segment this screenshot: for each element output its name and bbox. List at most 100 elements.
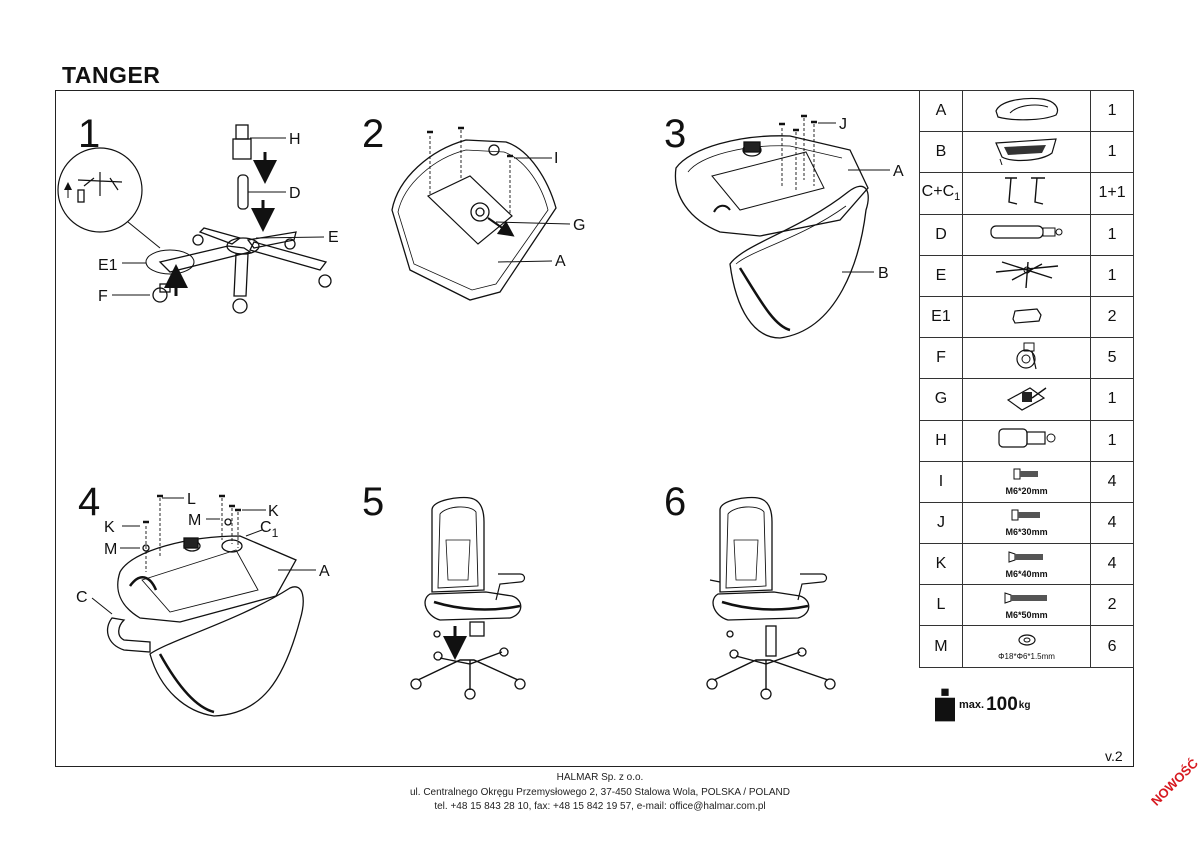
screw-icon <box>1011 509 1040 521</box>
part-letter: E <box>919 254 963 297</box>
screw-icon <box>1004 592 1047 604</box>
parts-row: L M6*50mm 2 <box>919 584 1134 627</box>
part-quantity: 6 <box>1090 625 1134 668</box>
parts-row: A 1 <box>919 89 1134 133</box>
max-load-value: 100 <box>986 694 1018 715</box>
step-6-number: 6 <box>664 480 687 524</box>
callout-j: J <box>839 116 847 133</box>
washer-icon <box>1017 633 1036 646</box>
callout-d: D <box>289 185 301 202</box>
screw-icon <box>1008 550 1043 563</box>
parts-row: M Φ18*Φ6*1.5mm 6 <box>919 625 1134 668</box>
backrest-icon <box>961 131 1092 174</box>
part-quantity: 1 <box>1090 131 1134 174</box>
callout-e1: E1 <box>98 257 118 274</box>
parts-row: H 1 <box>919 419 1134 462</box>
callout-m: M <box>188 512 201 529</box>
callout-m: M <box>104 541 117 558</box>
part-letter: J <box>919 501 963 545</box>
max-load-indicator: max. 100 kg <box>935 688 1030 722</box>
callout-l: L <box>187 491 196 508</box>
gas-lift-cover-icon <box>961 419 1092 462</box>
step-1-illustration <box>57 124 332 314</box>
screw-icon <box>1013 468 1038 480</box>
seat-icon <box>961 89 1092 133</box>
callout-h: H <box>289 131 301 148</box>
company-name: HALMAR Sp. z o.o. <box>556 772 644 783</box>
instructions-frame <box>55 90 1134 767</box>
parts-row: K M6*40mm 4 <box>919 543 1134 586</box>
step-3-illustration <box>674 114 890 339</box>
part-quantity: 4 <box>1090 460 1134 503</box>
callout-c: C <box>76 589 88 606</box>
part-quantity: 4 <box>1090 543 1134 586</box>
part-letter: E1 <box>919 295 963 339</box>
callout-k: K <box>268 503 279 520</box>
callout-k: K <box>104 519 115 536</box>
company-contact: tel. +48 15 843 28 10, fax: +48 15 842 1… <box>434 801 766 812</box>
part-quantity: 1 <box>1090 89 1134 133</box>
base-cover-icon <box>961 295 1092 339</box>
part-quantity: 1+1 <box>1090 172 1134 215</box>
step-4-illustration <box>91 494 316 717</box>
parts-row: J M6*30mm 4 <box>919 501 1134 545</box>
callout-a: A <box>893 163 904 180</box>
part-quantity: 4 <box>1090 501 1134 545</box>
step-4-number: 4 <box>78 480 101 524</box>
part-quantity: 5 <box>1090 337 1134 380</box>
part-quantity: 1 <box>1090 213 1134 256</box>
callout-c1: C1 <box>260 519 279 540</box>
step-1-number: 1 <box>78 112 101 156</box>
parts-row: D 1 <box>919 213 1134 256</box>
part-letter: G <box>919 378 963 421</box>
part-letter: D <box>919 213 963 256</box>
part-letter: K <box>919 543 963 586</box>
step-5-illustration <box>410 496 526 700</box>
max-load-prefix: max. <box>959 699 985 711</box>
step-3-number: 3 <box>664 112 687 156</box>
step-2-number: 2 <box>362 112 385 156</box>
callout-b: B <box>878 265 889 282</box>
document-title: TANGER <box>62 62 161 88</box>
part-letter: A <box>919 89 963 133</box>
company-footer: HALMAR Sp. z o.o. ul. Centralnego Okręgu… <box>0 771 1200 815</box>
caster-icon <box>961 337 1092 380</box>
screw-spec: M6*20mm <box>1005 486 1048 497</box>
step-6-illustration <box>706 496 836 700</box>
callout-e: E <box>328 229 339 246</box>
parts-row: B 1 <box>919 131 1134 174</box>
part-quantity: 2 <box>1090 295 1134 339</box>
callout-f: F <box>98 288 108 305</box>
parts-row: I M6*20mm 4 <box>919 460 1134 503</box>
parts-row: E1 2 <box>919 295 1134 339</box>
callout-g: G <box>573 217 585 234</box>
callout-a: A <box>555 253 566 270</box>
callout-i: I <box>554 150 558 167</box>
parts-row: F 5 <box>919 337 1134 380</box>
version-label: v.2 <box>1105 748 1123 764</box>
part-letter: F <box>919 337 963 380</box>
step-5-number: 5 <box>362 480 385 524</box>
step-2-illustration <box>391 126 571 301</box>
armrest-icon <box>961 172 1092 215</box>
parts-row: E 1 <box>919 254 1134 297</box>
parts-row: C+C1 1+1 <box>919 172 1134 215</box>
parts-row: G 1 <box>919 378 1134 421</box>
part-quantity: 1 <box>1090 378 1134 421</box>
part-letter: L <box>919 584 963 627</box>
callout-a: A <box>319 563 330 580</box>
part-letter: H <box>919 419 963 462</box>
part-letter: I <box>919 460 963 503</box>
parts-list-table: A 1 B 1 C+C1 1+1 D 1 <box>919 89 1134 668</box>
star-base-icon <box>961 254 1092 297</box>
part-quantity: 1 <box>1090 419 1134 462</box>
tilt-mechanism-icon <box>961 378 1092 421</box>
part-letter: B <box>919 131 963 174</box>
screw-spec: M6*30mm <box>1005 527 1048 538</box>
part-letter: C+C1 <box>919 172 963 215</box>
company-address: ul. Centralnego Okręgu Przemysłowego 2, … <box>409 786 790 798</box>
gas-lift-icon <box>961 213 1092 256</box>
screw-spec: M6*50mm <box>1005 609 1048 620</box>
screw-spec: M6*40mm <box>1005 568 1048 579</box>
